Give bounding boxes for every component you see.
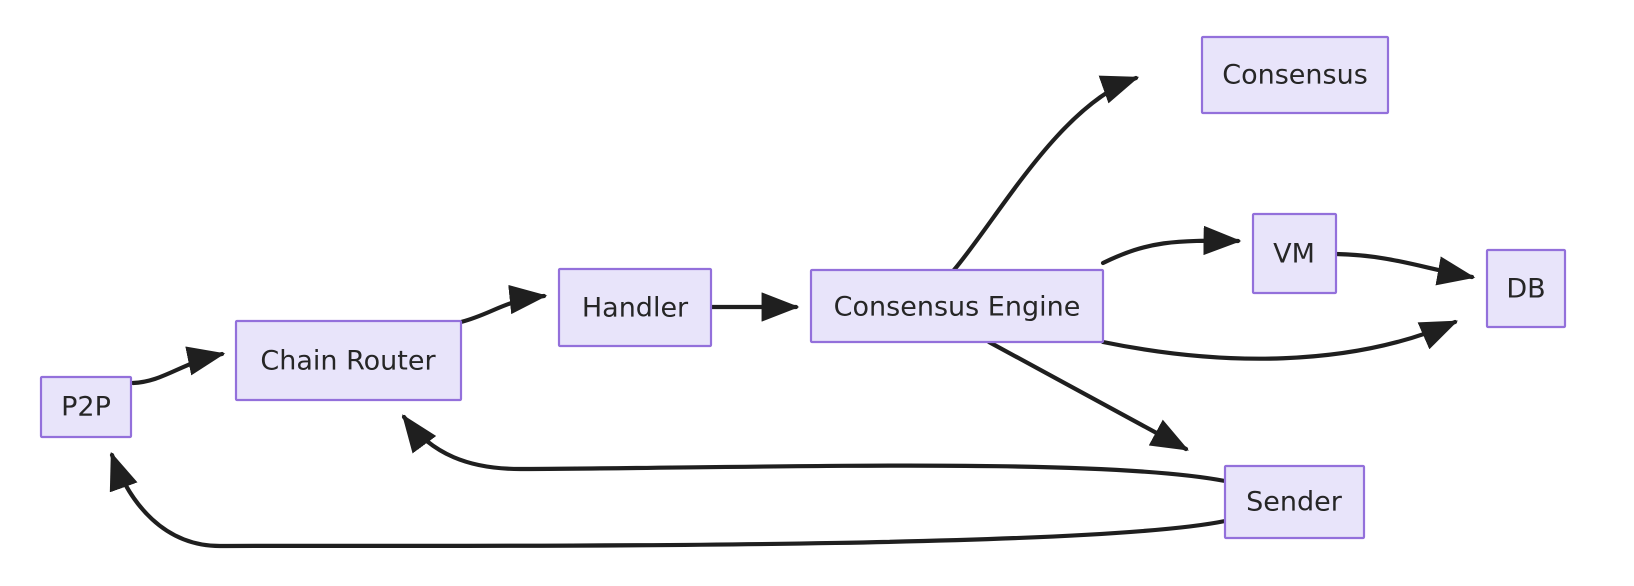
node-chain-router[interactable]: Chain Router: [234, 319, 463, 402]
node-p2p[interactable]: P2P: [39, 375, 133, 439]
edge-vm-to-db: [1333, 251, 1476, 286]
edge-consensus-engine-to-db: [1100, 319, 1459, 361]
node-sender[interactable]: Sender: [1223, 464, 1366, 540]
edge-consensus-engine-to-consensus: [951, 75, 1140, 273]
edge-consensus-engine-to-vm: [1100, 225, 1242, 266]
edge-consensus-engine-to-sender: [986, 339, 1189, 452]
node-handler[interactable]: Handler: [557, 267, 713, 348]
node-vm[interactable]: VM: [1251, 212, 1338, 295]
edge-chain-router-to-handler: [458, 284, 548, 325]
node-db[interactable]: DB: [1485, 248, 1567, 329]
edge-sender-to-chain-router: [401, 414, 1228, 484]
node-consensus-engine[interactable]: Consensus Engine: [809, 268, 1105, 344]
edge-layer: [109, 75, 1476, 549]
edge-sender-to-p2p: [109, 451, 1228, 549]
edge-p2p-to-chain-router: [130, 346, 226, 386]
node-layer: P2P Chain Router Handler Consensus Engin…: [39, 35, 1567, 540]
node-consensus[interactable]: Consensus: [1200, 35, 1390, 115]
